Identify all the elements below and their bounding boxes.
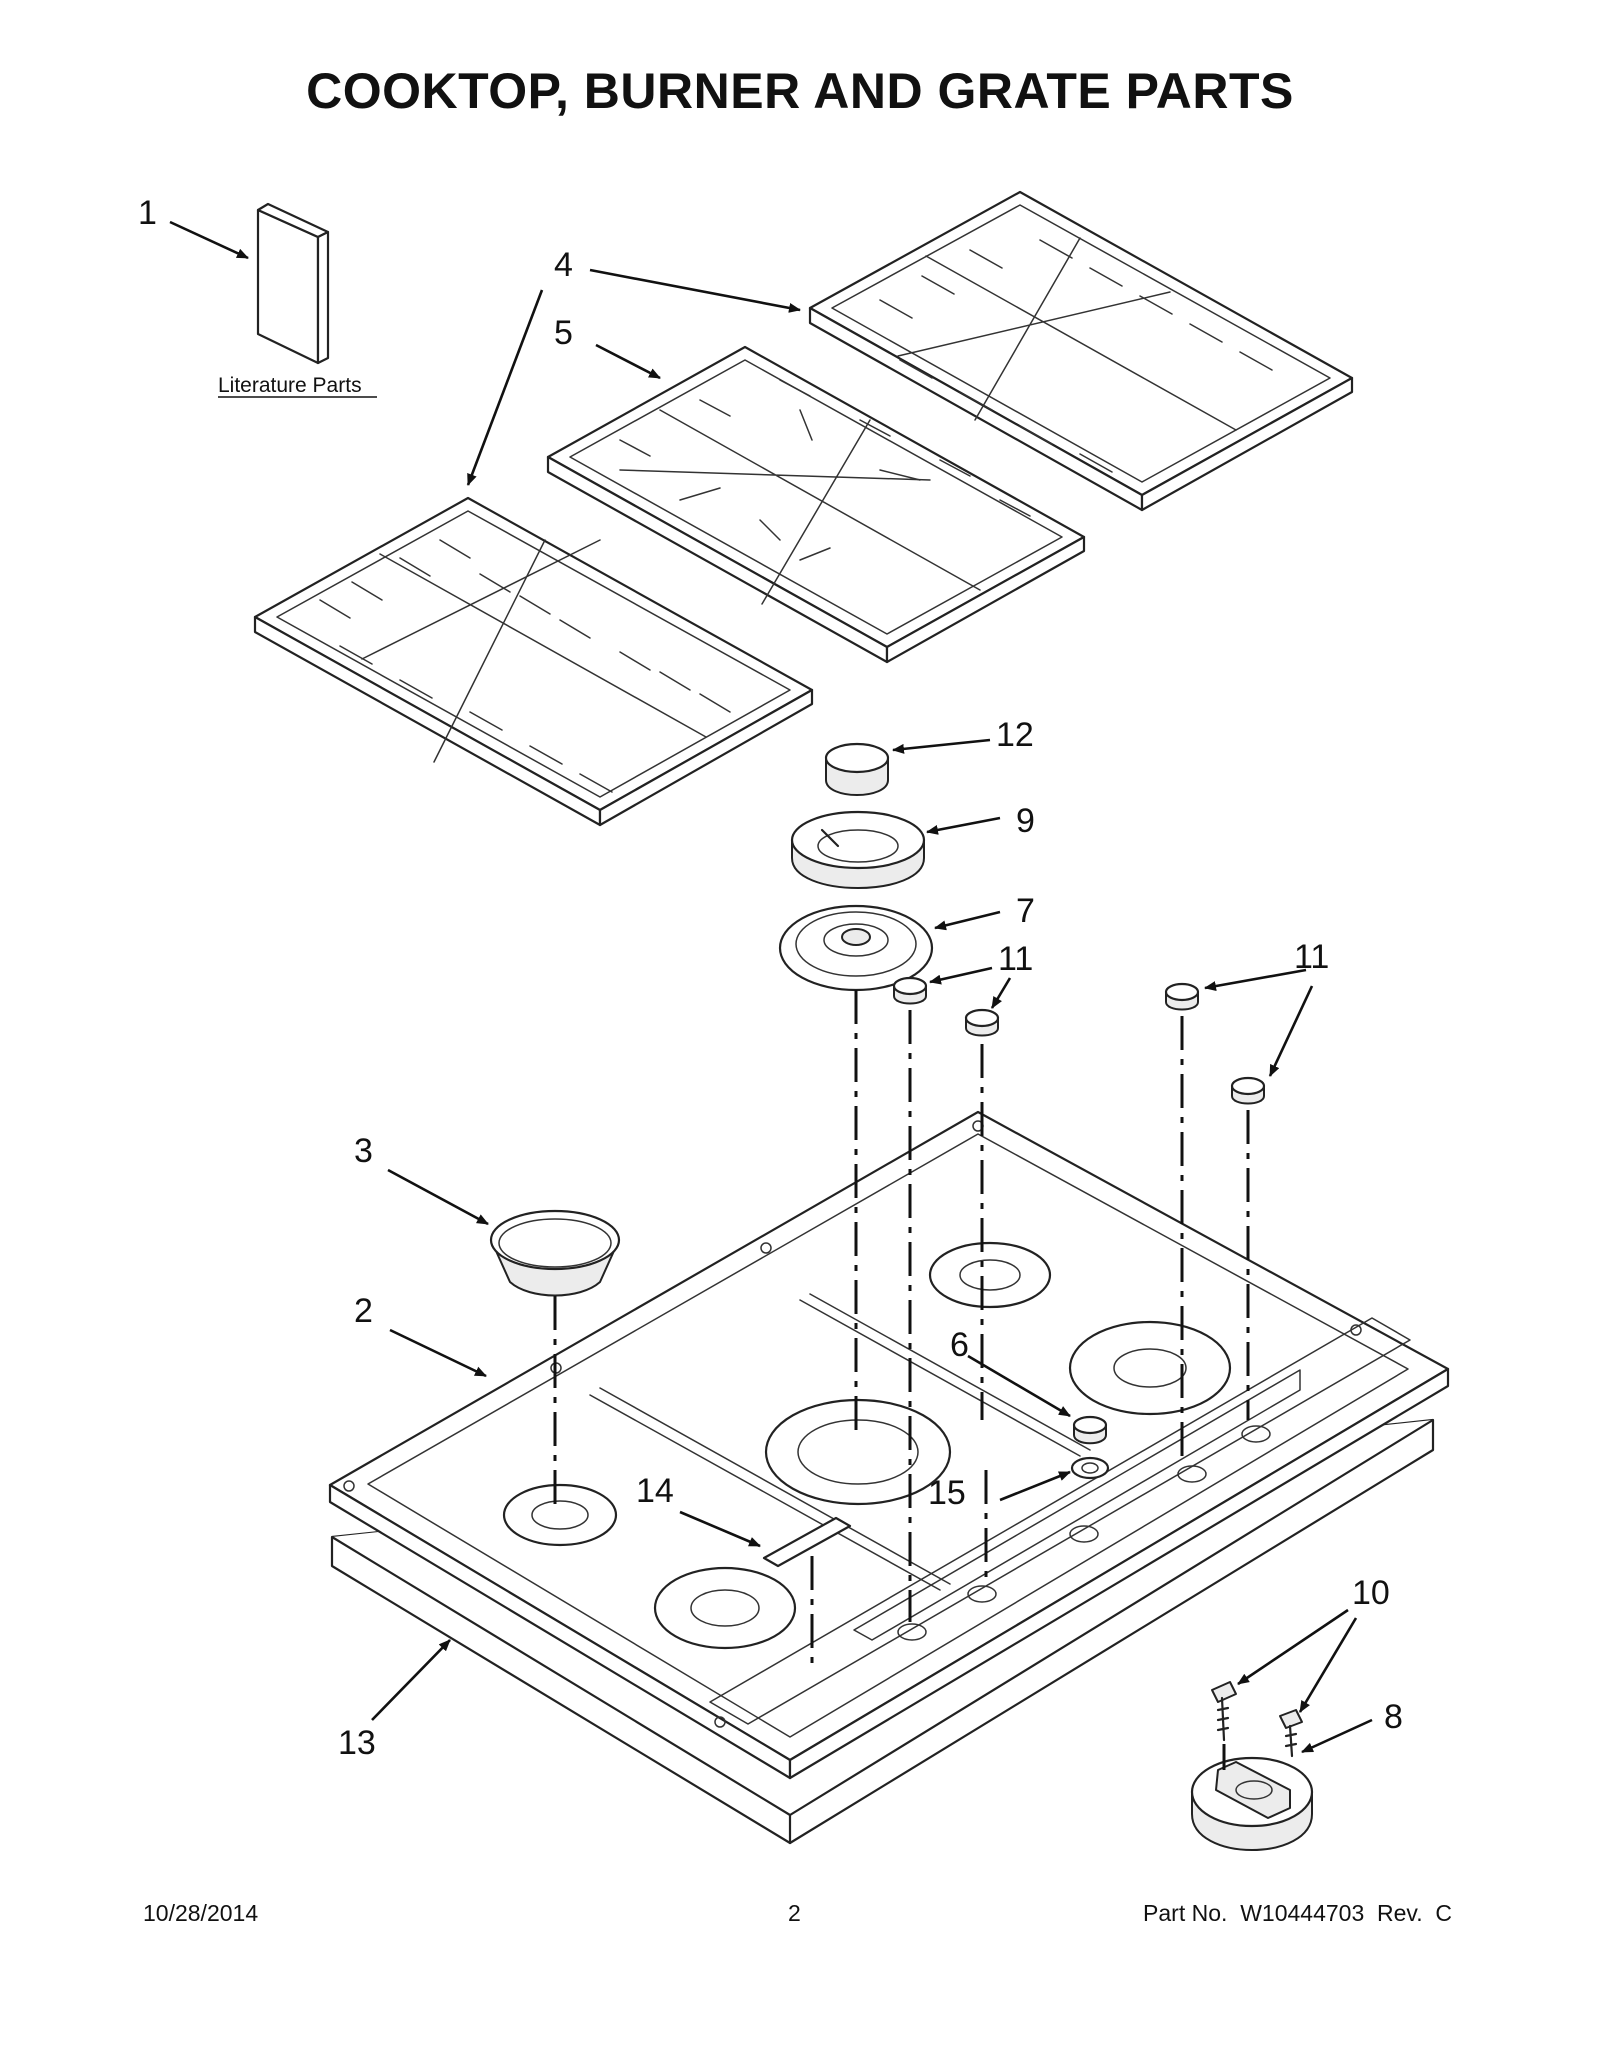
burner-seal[interactable] (1070, 1456, 1110, 1480)
callout-4[interactable]: 4 (554, 246, 573, 284)
footer-date: 10/28/2014 (143, 1900, 259, 1926)
callout-numbers: 1 4 5 12 9 7 11 11 3 2 6 15 14 10 8 13 (138, 194, 1403, 1762)
page-title: COOKTOP, BURNER AND GRATE PARTS (306, 63, 1294, 119)
callout-9[interactable]: 9 (1016, 802, 1035, 840)
callout-7[interactable]: 7 (1016, 892, 1035, 930)
callout-12[interactable]: 12 (996, 716, 1034, 754)
side-burner-ring[interactable] (489, 1209, 621, 1297)
callout-11-left[interactable]: 11 (998, 940, 1033, 978)
callout-5[interactable]: 5 (554, 314, 573, 352)
leader-lines (169, 220, 1373, 1754)
callout-15[interactable]: 15 (928, 1474, 966, 1512)
footer-part-number: Part No. W10444703 Rev. C (1143, 1900, 1452, 1926)
burner-cap-center[interactable] (1072, 1415, 1108, 1445)
callout-14[interactable]: 14 (636, 1472, 674, 1510)
burner-base-small[interactable] (1190, 1756, 1314, 1851)
burner-cap-small-1[interactable] (892, 976, 928, 1005)
nameplate-badge[interactable] (762, 1516, 852, 1568)
callout-10[interactable]: 10 (1352, 1574, 1390, 1612)
burner-cap-small-3[interactable] (1164, 982, 1200, 1011)
burner-cap-large[interactable] (824, 742, 890, 796)
footer-page-number: 2 (788, 1900, 801, 1926)
screw-1[interactable] (1211, 1681, 1237, 1742)
callout-1[interactable]: 1 (138, 194, 157, 232)
literature-parts-label[interactable]: Literature Parts (218, 374, 362, 397)
callout-11-right[interactable]: 11 (1294, 938, 1329, 976)
alignment-lines (553, 990, 1250, 1770)
callout-3[interactable]: 3 (354, 1132, 373, 1170)
callout-2[interactable]: 2 (354, 1292, 373, 1330)
cooktop-main[interactable] (328, 1110, 1450, 1780)
grate-left[interactable] (253, 496, 814, 827)
burner-ring[interactable] (790, 810, 926, 889)
grate-right[interactable] (808, 190, 1354, 512)
burner-cap-small-2[interactable] (964, 1008, 1000, 1037)
callout-13[interactable]: 13 (338, 1724, 376, 1762)
callout-8[interactable]: 8 (1384, 1698, 1403, 1736)
literature-parts-booklet[interactable]: Literature Parts (218, 202, 377, 398)
callout-6[interactable]: 6 (950, 1326, 969, 1364)
burner-cap-small-4[interactable] (1230, 1076, 1266, 1105)
screw-2[interactable] (1279, 1709, 1303, 1758)
grate-center[interactable] (546, 345, 1086, 664)
